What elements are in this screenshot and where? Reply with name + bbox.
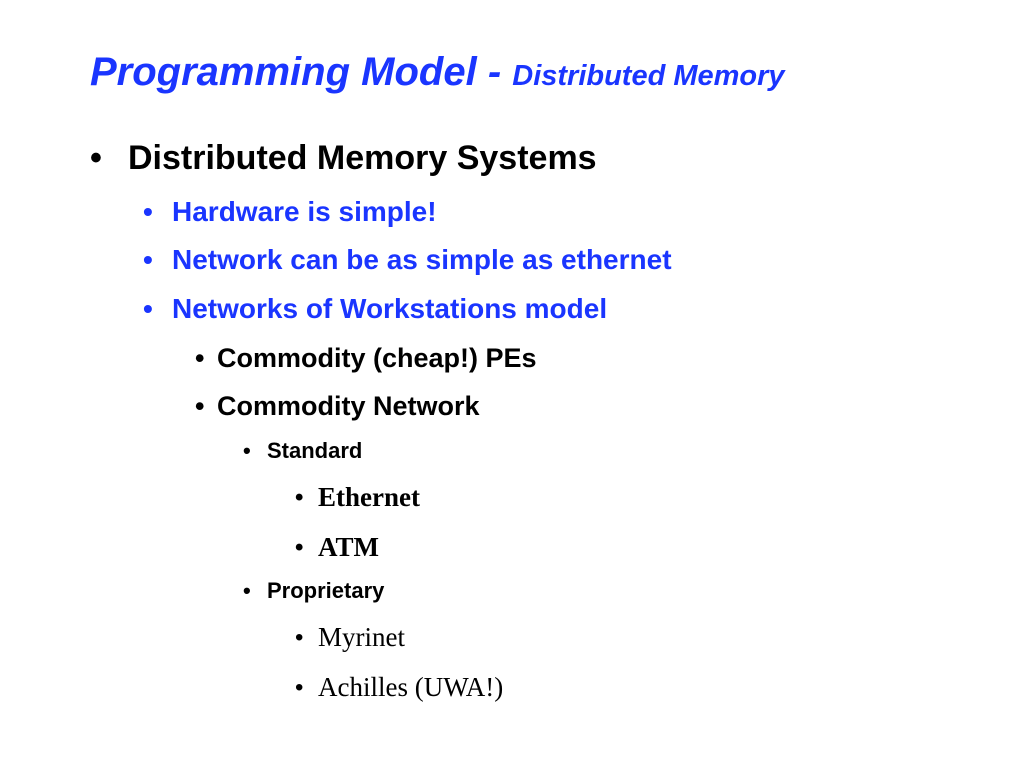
bullet-text: Ethernet [318,482,420,512]
bullet-text: Distributed Memory Systems [128,139,597,177]
bullet-icon: • [295,484,304,511]
bullet-text: Networks of Workstations model [172,293,608,324]
bullet-icon: • [295,674,304,701]
bullet-icon: • [295,534,304,561]
bullet-icon: • [143,196,153,227]
bullet-text: Achilles (UWA!) [318,672,504,702]
bullet-icon: • [195,343,205,373]
bullet-icon: • [90,139,102,177]
bullet-icon: • [143,244,153,275]
bullet-text: Myrinet [318,622,405,652]
bullet-icon: • [243,438,251,463]
bullet-icon: • [143,293,153,324]
bullet-icon: • [295,624,304,651]
bullet-text: Commodity Network [217,391,480,421]
slide-title: Programming Model - Distributed Memory [90,50,785,95]
slide-title-main: Programming Model - [90,50,513,94]
bullet-text: Network can be as simple as ethernet [172,244,672,275]
bullet-text: Commodity (cheap!) PEs [217,343,537,373]
bullet-icon: • [243,578,251,603]
bullet-text: Proprietary [267,578,385,603]
bullet-text: Hardware is simple! [172,196,437,227]
bullet-text: ATM [318,532,379,562]
bullet-text: Standard [267,438,363,463]
bullet-icon: • [195,391,205,421]
slide-title-sub: Distributed Memory [512,60,785,92]
